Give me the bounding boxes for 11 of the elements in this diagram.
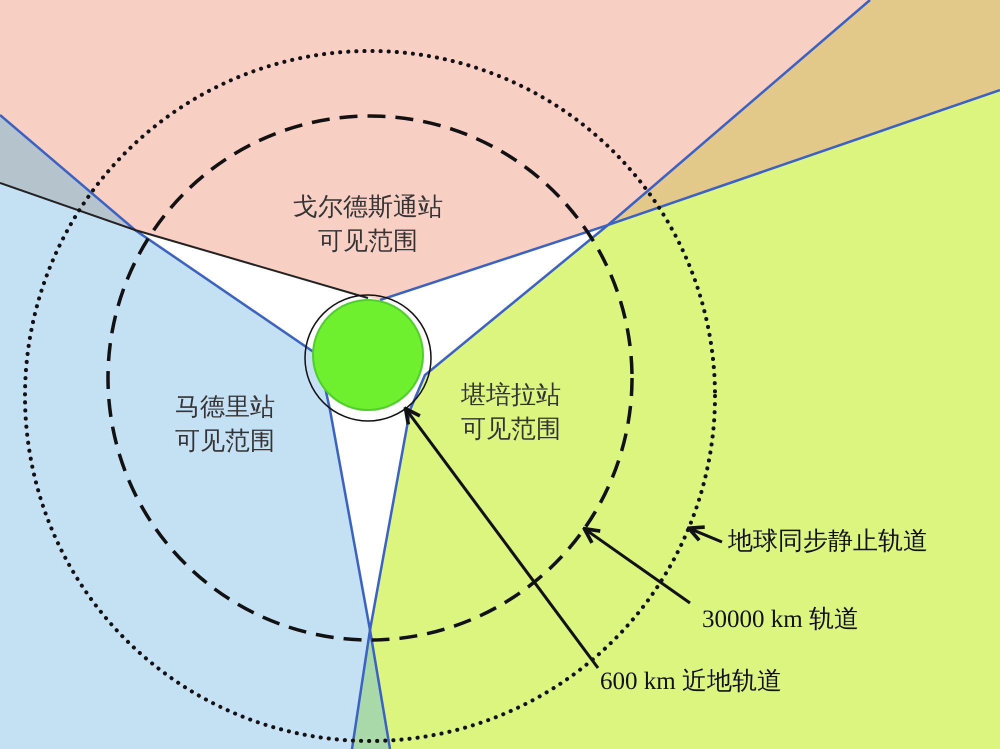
orbit-label: 30000 km 轨道 bbox=[702, 605, 860, 635]
leader-arrow bbox=[582, 526, 691, 604]
coverage-label: 戈尔德斯通站可见范围 bbox=[292, 191, 444, 257]
leader-arrow bbox=[404, 406, 600, 669]
orbit-label: 600 km 近地轨道 bbox=[600, 667, 783, 697]
orbit-label: 地球同步静止轨道 bbox=[728, 527, 929, 557]
coverage-label: 堪培拉站可见范围 bbox=[460, 379, 562, 445]
orbit-circle bbox=[302, 292, 434, 424]
coverage-label: 马德里站可见范围 bbox=[174, 391, 276, 457]
orbit-circle bbox=[105, 113, 635, 643]
leader-arrow bbox=[686, 525, 723, 544]
